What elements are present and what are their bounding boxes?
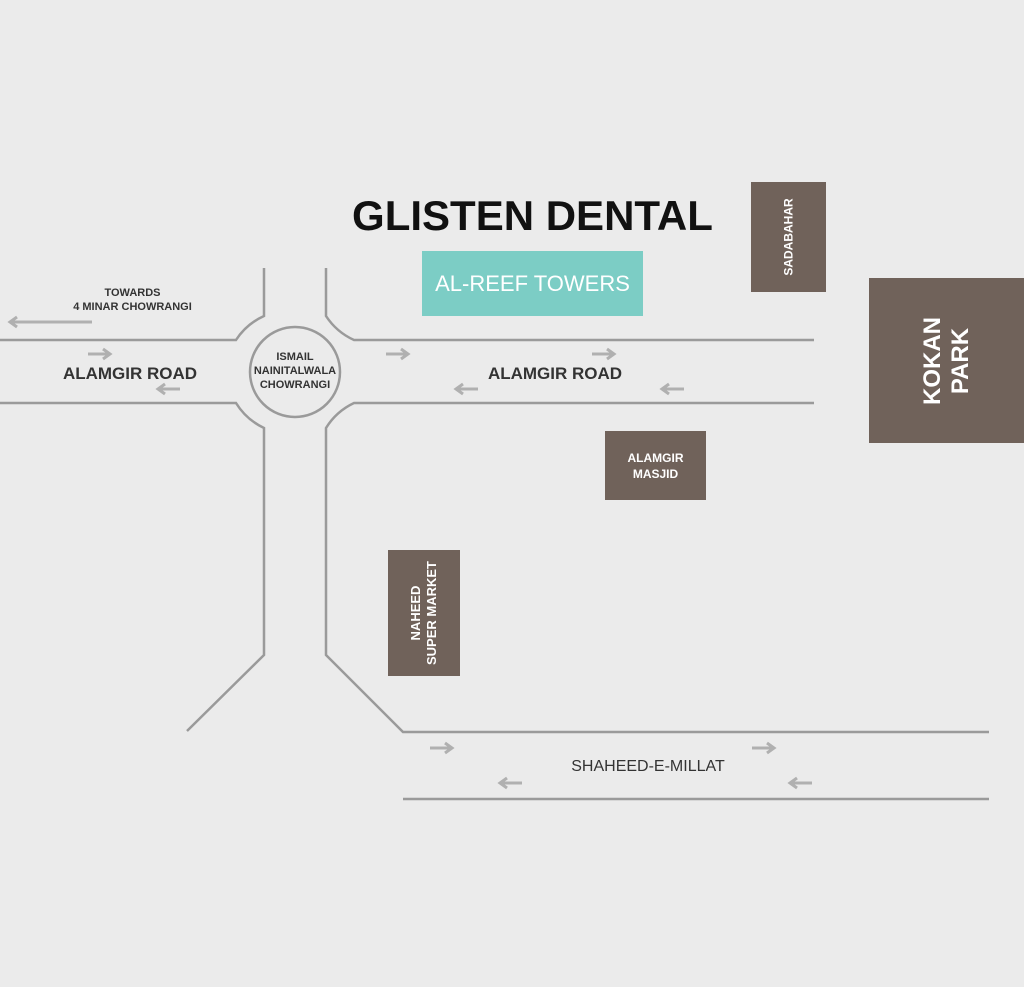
kokan-park-line-1: KOKAN xyxy=(918,316,946,405)
sadabahar-label: SADABAHAR xyxy=(781,198,796,276)
alamgir-road-east-north-edge xyxy=(324,268,814,342)
naheed-line-2: SUPER MARKET xyxy=(424,560,440,666)
roundabout xyxy=(248,325,342,419)
roundabout-line-3: CHOWRANGI xyxy=(259,379,331,391)
arrow-left-icon xyxy=(453,382,478,396)
arrow-left-icon xyxy=(659,382,684,396)
alamgir-road-west-label: ALAMGIR ROAD xyxy=(62,364,198,383)
kokan-park: KOKAN PARK xyxy=(869,278,1024,443)
arrow-left-icon xyxy=(7,315,92,329)
alamgir-road-west-north-edge xyxy=(0,268,266,342)
naheed-super-market: NAHEED SUPER MARKET xyxy=(388,550,460,676)
roundabout-line-1: ISMAIL xyxy=(276,351,314,363)
al-reef-towers: AL-REEF TOWERS xyxy=(422,251,643,316)
kokan-park-line-2: PARK xyxy=(946,327,974,394)
towards-line-2: 4 MINAR CHOWRANGI xyxy=(73,301,192,313)
arrow-left-icon xyxy=(497,776,522,790)
shaheed-e-millat-label: SHAHEED-E-MILLAT xyxy=(571,758,725,775)
alamgir-road-west-south-edge xyxy=(0,401,266,732)
naheed-line-1: NAHEED xyxy=(408,585,424,641)
masjid-line-2: MASJID xyxy=(632,466,679,481)
alamgir-road-east-south-edge xyxy=(324,401,989,734)
map-title: GLISTEN DENTAL xyxy=(352,192,713,239)
arrow-right-icon xyxy=(386,347,411,361)
arrow-left-icon xyxy=(787,776,812,790)
arrow-right-icon xyxy=(752,741,777,755)
arrow-left-icon xyxy=(155,382,180,396)
alamgir-road-east-label: ALAMGIR ROAD xyxy=(487,364,623,383)
sadabahar: SADABAHAR xyxy=(751,182,826,292)
al-reef-label: AL-REEF TOWERS xyxy=(435,270,630,296)
roundabout-label: ISMAIL NAINITALWALA CHOWRANGI xyxy=(245,350,345,392)
arrow-right-icon xyxy=(88,347,113,361)
towards-line-1: TOWARDS xyxy=(104,287,161,299)
arrow-right-icon xyxy=(430,741,455,755)
masjid-line-1: ALAMGIR xyxy=(627,450,684,465)
roundabout-line-2: NAINITALWALA xyxy=(253,365,337,377)
towards-label: TOWARDS 4 MINAR CHOWRANGI xyxy=(60,286,205,314)
arrow-right-icon xyxy=(592,347,617,361)
alamgir-masjid: ALAMGIR MASJID xyxy=(605,431,706,500)
